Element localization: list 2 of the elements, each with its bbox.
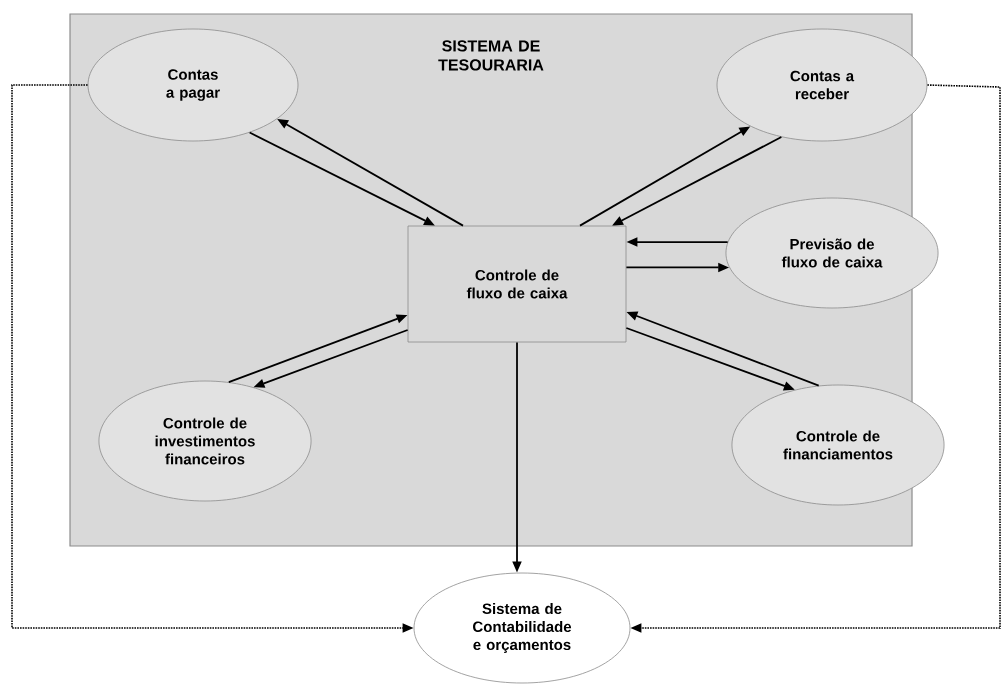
frame-heading: SISTEMA DE TESOURARIA (438, 40, 544, 71)
process-box: Controle de fluxo de caixa (407, 225, 627, 343)
